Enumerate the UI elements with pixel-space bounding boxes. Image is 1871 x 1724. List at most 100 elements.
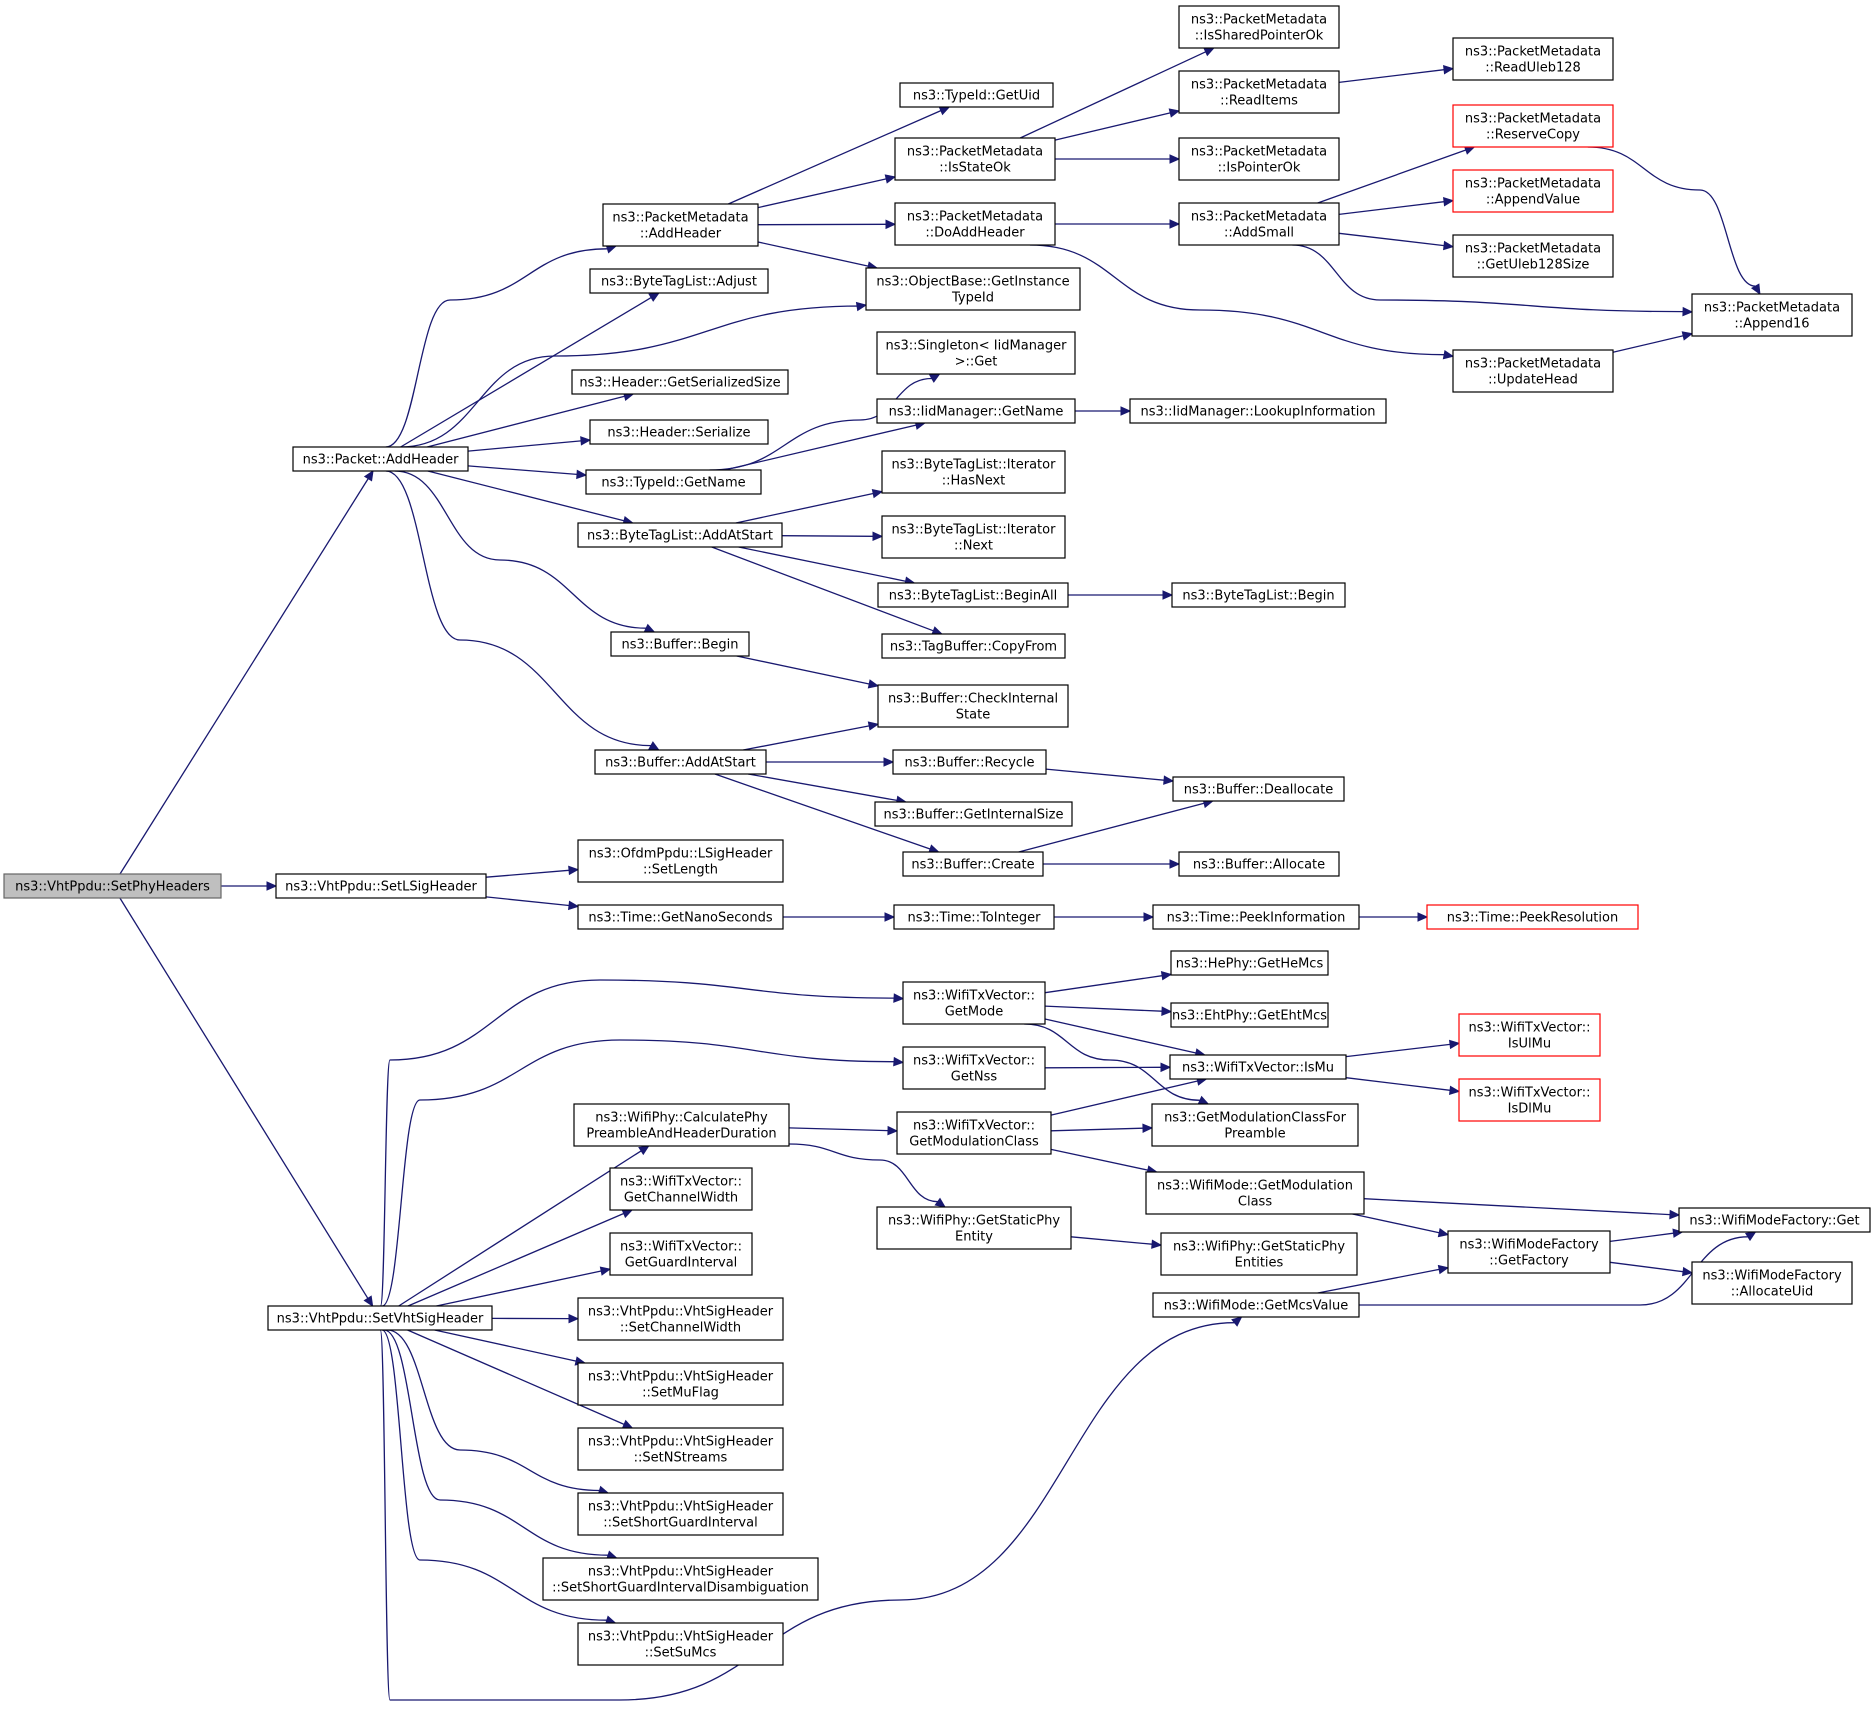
node-sigSuMcs[interactable]: ns3::VhtPpdu::VhtSigHeader::SetSuMcs (577, 1622, 784, 1666)
node-label: IsDlMu (1508, 1102, 1552, 1117)
node-appendValue[interactable]: ns3::PacketMetadata::AppendValue (1452, 169, 1614, 213)
node-append16[interactable]: ns3::PacketMetadata::Append16 (1691, 293, 1853, 337)
node-bufCreate[interactable]: ns3::Buffer::Create (902, 851, 1044, 877)
node-modeModClass[interactable]: ns3::WifiMode::GetModulationClass (1145, 1171, 1365, 1215)
node-beginAll[interactable]: ns3::ByteTagList::BeginAll (877, 582, 1069, 608)
arrowhead-icon (266, 881, 278, 891)
node-pmAddHeader[interactable]: ns3::PacketMetadata::AddHeader (602, 203, 759, 247)
arrowhead-icon (1162, 590, 1174, 600)
node-ehtMcs[interactable]: ns3::EhtPhy::GetEhtMcs (1170, 1002, 1329, 1028)
node-label: ns3::ByteTagList::Begin (1182, 589, 1334, 604)
node-isPtrOk[interactable]: ns3::PacketMetadata::IsPointerOk (1178, 137, 1340, 181)
node-bufAddAtStart[interactable]: ns3::Buffer::AddAtStart (594, 749, 767, 775)
call-edge-txModClass-to-modeModClass (1050, 1148, 1148, 1171)
node-isMu[interactable]: ns3::WifiTxVector::IsMu (1169, 1054, 1347, 1080)
node-getNano[interactable]: ns3::Time::GetNanoSeconds (577, 904, 784, 930)
node-txGetNss[interactable]: ns3::WifiTxVector::GetNss (902, 1046, 1046, 1090)
call-edge-txGetMode-to-ehtMcs (1044, 1005, 1163, 1012)
node-box (1426, 904, 1639, 930)
node-alloc[interactable]: ns3::Buffer::Allocate (1178, 851, 1340, 877)
node-getIntSize[interactable]: ns3::Buffer::GetInternalSize (874, 801, 1073, 827)
node-label: ns3::PacketMetadata (1191, 145, 1327, 160)
arrowhead-icon (934, 1197, 947, 1208)
node-hdrSize[interactable]: ns3::Header::GetSerializedSize (571, 369, 789, 395)
node-root[interactable]: ns3::VhtPpdu::SetPhyHeaders (3, 873, 222, 899)
node-iidGetName[interactable]: ns3::IidManager::GetName (876, 398, 1076, 424)
node-label: ns3::PacketMetadata (1465, 177, 1601, 192)
node-setVhtSig[interactable]: ns3::VhtPpdu::SetVhtSigHeader (267, 1305, 493, 1331)
node-lookupInfo[interactable]: ns3::IidManager::LookupInformation (1129, 398, 1387, 424)
node-peekRes[interactable]: ns3::Time::PeekResolution (1426, 904, 1639, 930)
node-updateHead[interactable]: ns3::PacketMetadata::UpdateHead (1452, 349, 1614, 393)
node-txGuard[interactable]: ns3::WifiTxVector::GetGuardInterval (609, 1232, 753, 1276)
call-edge-isStateOk-to-readItems (1054, 112, 1171, 141)
arrowhead-icon (1169, 859, 1181, 869)
node-peekInfo[interactable]: ns3::Time::PeekInformation (1152, 904, 1360, 930)
arrowhead-icon (1143, 912, 1155, 922)
node-box (902, 1046, 1046, 1090)
node-box (1170, 1002, 1329, 1028)
node-isUlMu[interactable]: ns3::WifiTxVector::IsUlMu (1458, 1013, 1601, 1057)
node-btlAdjust[interactable]: ns3::ByteTagList::Adjust (589, 268, 769, 294)
node-singletonGet[interactable]: ns3::Singleton< IidManager>::Get (876, 331, 1076, 375)
node-box (275, 873, 487, 899)
call-edge-btlAddAtStart-to-copyFrom (711, 546, 934, 632)
call-edges (119, 47, 1761, 1701)
node-label: ns3::Buffer::Allocate (1193, 858, 1325, 873)
node-dealloc[interactable]: ns3::Buffer::Deallocate (1172, 776, 1345, 802)
node-recycle[interactable]: ns3::Buffer::Recycle (892, 749, 1047, 775)
node-txGetMode[interactable]: ns3::WifiTxVector::GetMode (902, 981, 1046, 1025)
node-toInteger[interactable]: ns3::Time::ToInteger (893, 904, 1055, 930)
node-reserveCopy[interactable]: ns3::PacketMetadata::ReserveCopy (1452, 104, 1614, 148)
node-getUlebSize[interactable]: ns3::PacketMetadata::GetUleb128Size (1452, 234, 1614, 278)
node-getFactory[interactable]: ns3::WifiModeFactory::GetFactory (1447, 1230, 1611, 1274)
node-factoryGet[interactable]: ns3::WifiModeFactory::Get (1678, 1207, 1871, 1233)
node-sigShortGIDis[interactable]: ns3::VhtPpdu::VhtSigHeader::SetShortGuar… (542, 1557, 819, 1601)
arrowhead-icon (1151, 1239, 1163, 1249)
node-label: ns3::PacketMetadata (1465, 45, 1601, 60)
node-btlAddAtStart[interactable]: ns3::ByteTagList::AddAtStart (577, 522, 783, 548)
node-doAddHeader[interactable]: ns3::PacketMetadata::DoAddHeader (894, 202, 1056, 246)
node-copyFrom[interactable]: ns3::TagBuffer::CopyFrom (881, 633, 1066, 659)
node-label: State (956, 708, 990, 723)
node-label: ::SetShortGuardInterval (603, 1516, 757, 1531)
node-hdrSer[interactable]: ns3::Header::Serialize (589, 419, 769, 445)
node-setLSig[interactable]: ns3::VhtPpdu::SetLSigHeader (275, 873, 487, 899)
node-sigChanWidth[interactable]: ns3::VhtPpdu::VhtSigHeader::SetChannelWi… (577, 1297, 784, 1341)
arrowhead-icon (1437, 1227, 1450, 1238)
node-allocUid[interactable]: ns3::WifiModeFactory::AllocateUid (1691, 1261, 1853, 1305)
node-heMcs[interactable]: ns3::HePhy::GetHeMcs (1170, 950, 1329, 976)
node-txModClass[interactable]: ns3::WifiTxVector::GetModulationClass (896, 1111, 1052, 1155)
node-pktAddHeader[interactable]: ns3::Packet::AddHeader (292, 446, 469, 472)
node-sigMuFlag[interactable]: ns3::VhtPpdu::VhtSigHeader::SetMuFlag (577, 1362, 784, 1406)
node-btlBegin[interactable]: ns3::ByteTagList::Begin (1171, 582, 1346, 608)
node-setLength[interactable]: ns3::OfdmPpdu::LSigHeader::SetLength (577, 839, 784, 883)
node-getUid[interactable]: ns3::TypeId::GetUid (899, 82, 1054, 108)
node-txChanWidth[interactable]: ns3::WifiTxVector::GetChannelWidth (609, 1167, 753, 1211)
node-label: ns3::Singleton< IidManager (885, 339, 1067, 354)
node-tidName[interactable]: ns3::TypeId::GetName (585, 469, 762, 495)
node-box (1691, 293, 1853, 337)
node-label: ns3::ByteTagList::Iterator (892, 458, 1057, 473)
node-isStateOk[interactable]: ns3::PacketMetadata::IsStateOk (894, 137, 1056, 181)
node-readItems[interactable]: ns3::PacketMetadata::ReadItems (1178, 70, 1340, 114)
call-edge-bufAddAtStart-to-checkInternal (743, 725, 870, 751)
node-itNext[interactable]: ns3::ByteTagList::Iterator::Next (881, 515, 1066, 559)
node-isShared[interactable]: ns3::PacketMetadata::IsSharedPointerOk (1178, 5, 1340, 49)
node-label: ns3::WifiTxVector:: (620, 1175, 742, 1190)
node-addSmall[interactable]: ns3::PacketMetadata::AddSmall (1178, 202, 1340, 246)
node-isDlMu[interactable]: ns3::WifiTxVector::IsDlMu (1458, 1078, 1601, 1122)
node-sigNStreams[interactable]: ns3::VhtPpdu::VhtSigHeader::SetNStreams (577, 1427, 784, 1471)
node-bufBegin[interactable]: ns3::Buffer::Begin (610, 631, 750, 657)
node-sigShortGI[interactable]: ns3::VhtPpdu::VhtSigHeader::SetShortGuar… (577, 1492, 784, 1536)
node-itHasNext[interactable]: ns3::ByteTagList::Iterator::HasNext (881, 450, 1066, 494)
call-edge-pmAddHeader-to-getUid (728, 110, 942, 205)
node-calcPreamble[interactable]: ns3::WifiPhy::CalculatePhyPreambleAndHea… (573, 1103, 790, 1147)
node-readUleb[interactable]: ns3::PacketMetadata::ReadUleb128 (1452, 37, 1614, 81)
node-getMcsValue[interactable]: ns3::WifiMode::GetMcsValue (1152, 1292, 1360, 1318)
